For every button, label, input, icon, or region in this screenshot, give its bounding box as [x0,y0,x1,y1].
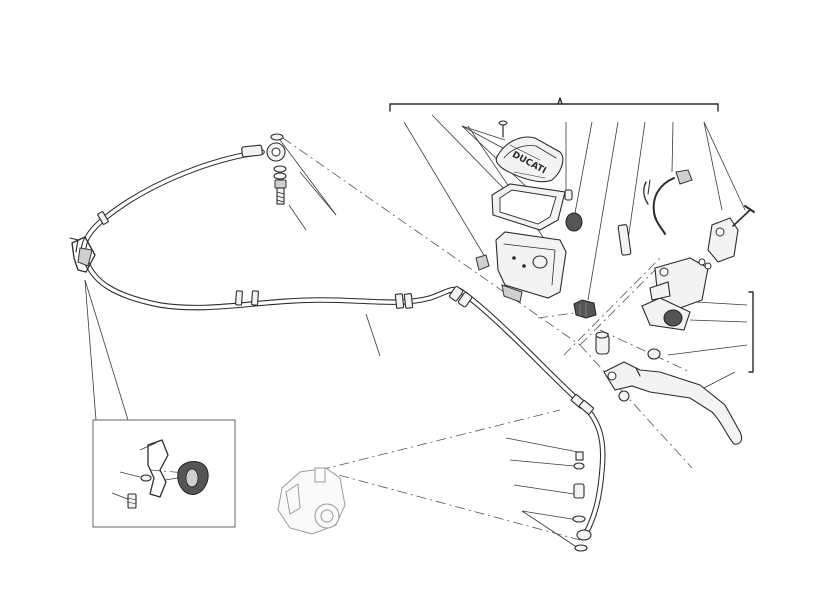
lever-bushing [595,331,610,355]
clutch-lever [603,361,743,445]
rubber-boot-top [564,189,583,232]
clutch-master-cylinder [641,257,712,331]
hose-clip [69,236,96,273]
master-cylinder-group-bracket [389,97,719,112]
clutch-hose [80,142,606,541]
master-cylinder-body [495,231,567,303]
clutch-switch [643,169,693,235]
banjo-bolt-upper [270,133,287,205]
lever-nut [647,348,661,360]
reservoir-plug [475,254,490,271]
banjo-bolt-lower [572,451,588,552]
slave-cylinder [277,467,346,535]
piston-boot [573,299,597,319]
leader-lines [84,114,748,549]
alignment-lines [149,137,693,541]
reservoir-gasket [491,183,566,231]
clip-detail-inset [92,419,236,528]
lever-group-bracket [748,291,754,373]
lever-clamp [707,205,755,263]
reservoir-cover: DUCATI [495,120,564,183]
push-rod [617,224,632,256]
